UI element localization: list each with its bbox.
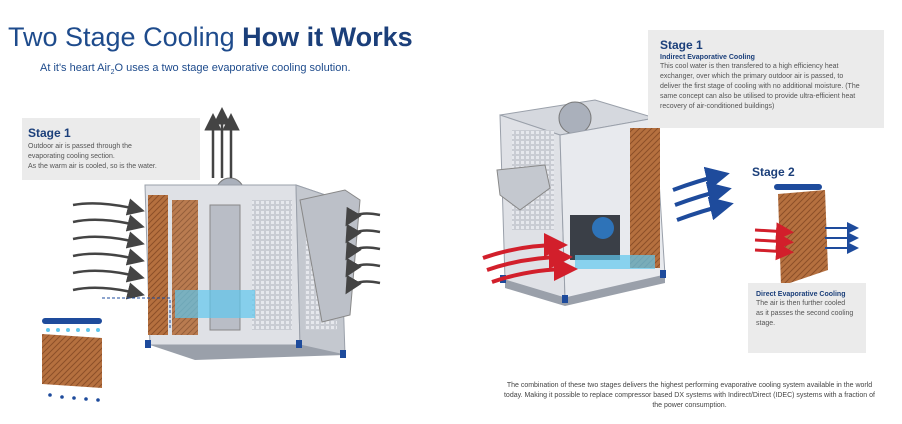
title-bold: How it Works — [242, 22, 413, 52]
page-subtitle: At it's heart Air2O uses a two stage eva… — [40, 62, 351, 76]
footer-text: The combination of these two stages deli… — [492, 381, 887, 411]
stage1-left-heading: Stage 1 — [28, 126, 71, 140]
stage2-label: Stage 2 — [752, 165, 795, 179]
page-title: Two Stage Cooling How it Works — [8, 22, 413, 53]
red-inlet-arrows — [482, 233, 578, 284]
exhaust-airflow-arrows — [204, 107, 240, 178]
stage2-cooling-pad — [774, 184, 828, 286]
footer-line-1: today. Making it possible to replace com… — [503, 392, 875, 399]
stage1-right-subheading: Indirect Evaporative Cooling — [660, 54, 755, 61]
right-incoming-airflow-arrows — [345, 206, 381, 295]
left-cooling-unit — [144, 177, 361, 360]
subtitle-sub: 2 — [110, 69, 115, 77]
stage1-left-line-2: As the warm air is cooled, so is the wat… — [28, 163, 157, 170]
stage1-right-line-1: exchanger, over which the primary outdoo… — [660, 73, 844, 80]
footer-line-0: The combination of these two stages deli… — [506, 382, 873, 389]
stage1-left-line-0: Outdoor air is passed through the — [28, 143, 132, 150]
stage2-line-2: stage. — [756, 320, 776, 327]
title-light: Two Stage Cooling — [8, 22, 243, 52]
blue-outlet-arrows — [672, 166, 734, 222]
stage1-right-line-3: same concept can also be utilised to pro… — [660, 93, 856, 100]
left-cooling-pad — [42, 297, 171, 402]
subtitle-after: O uses a two stage evaporative cooling s… — [114, 62, 351, 74]
stage1-left-line-1: evaporating cooling section. — [28, 153, 115, 160]
stage2-red-inlet-arrows — [754, 222, 794, 261]
left-incoming-airflow-arrows — [72, 198, 145, 300]
stage2-blue-outlet-arrows — [825, 222, 859, 254]
stage2-subheading: Direct Evaporative Cooling — [756, 291, 846, 298]
stage1-right-line-2: deliver the first stage of cooling with … — [660, 83, 860, 90]
stage2-panel: Direct Evaporative Cooling The air is th… — [748, 283, 866, 353]
stage1-right-panel: Stage 1 Indirect Evaporative Cooling Thi… — [648, 30, 884, 128]
stage1-right-line-0: This cool water is then transfered to a … — [660, 63, 839, 70]
footer-line-2: the power consumption. — [652, 402, 727, 409]
stage1-left-panel: Stage 1 Outdoor air is passed through th… — [22, 118, 200, 180]
stage1-right-line-4: recovery of air-conditioned buildings) — [660, 103, 775, 110]
stage2-line-1: as it passes the second cooling — [756, 310, 854, 317]
stage1-right-heading: Stage 1 — [660, 38, 703, 52]
subtitle-before: At it's heart Air — [40, 62, 111, 74]
stage2-line-0: The air is then further cooled — [756, 300, 846, 307]
